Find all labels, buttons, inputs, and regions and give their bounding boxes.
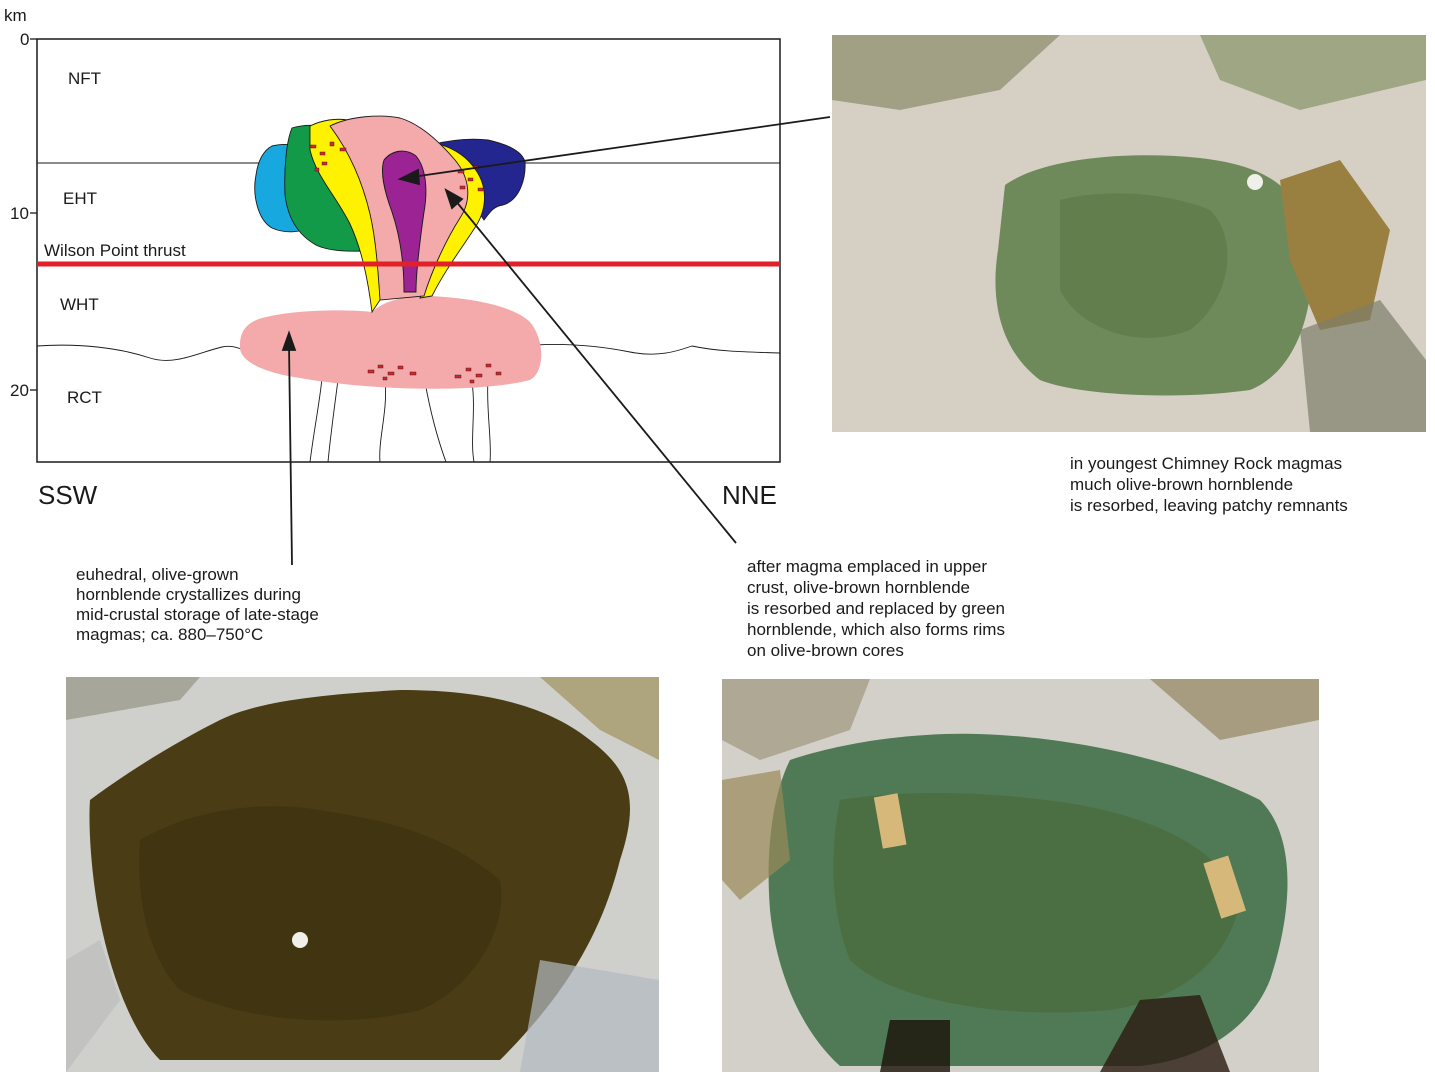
- layer-label-rct: RCT: [67, 388, 102, 408]
- annotation-middle-right: after magma emplaced in upper crust, oli…: [747, 556, 1005, 661]
- depth-tick-label-0: 0: [20, 30, 29, 50]
- annotation-top-right: in youngest Chimney Rock magmas much oli…: [1070, 453, 1348, 516]
- fault-label: Wilson Point thrust: [44, 241, 186, 261]
- layer-label-eht: EHT: [63, 189, 97, 209]
- photomicrograph-bottom-right: [722, 679, 1319, 1072]
- photomicrograph-top-right: [832, 35, 1426, 432]
- layer-label-nft: NFT: [68, 69, 101, 89]
- annotation-middle-left: euhedral, olive-grown hornblende crystal…: [76, 565, 319, 645]
- depth-tick-label-20: 20: [10, 381, 29, 401]
- layer-label-wht: WHT: [60, 295, 99, 315]
- depth-unit-label: km: [4, 6, 27, 26]
- orientation-right-label: NNE: [722, 480, 777, 511]
- depth-tick-label-10: 10: [10, 204, 29, 224]
- photomicrograph-bottom-left: [66, 677, 659, 1072]
- orientation-left-label: SSW: [38, 480, 97, 511]
